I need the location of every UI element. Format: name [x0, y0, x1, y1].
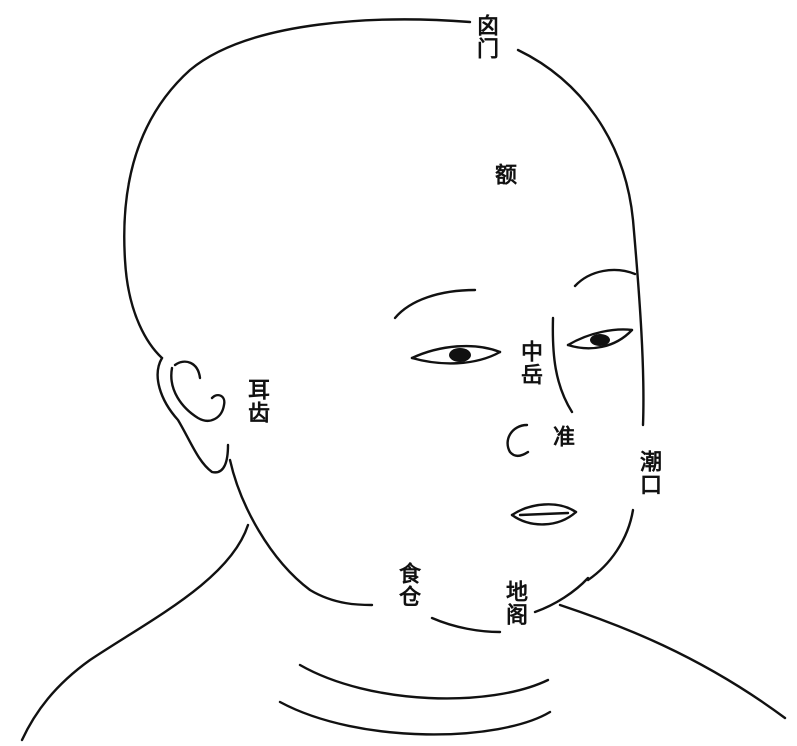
shoulder-right — [560, 605, 785, 718]
label-earth-pavilion: 地阁 — [503, 580, 525, 626]
label-food-store: 食仓 — [396, 562, 418, 608]
eyebrow-right — [575, 270, 635, 286]
cheek-right — [588, 510, 633, 580]
neck-fold-upper — [300, 665, 548, 698]
ear-inner — [171, 368, 224, 421]
label-nose-tip: 准 — [550, 425, 572, 448]
chin — [432, 618, 500, 632]
head-outline-left — [124, 19, 470, 358]
label-middle-peak: 中岳 — [518, 340, 540, 386]
eye-left-pupil — [449, 348, 471, 362]
nose-bridge — [553, 318, 572, 412]
label-ear-corner: 耳齿 — [245, 378, 267, 424]
label-forehead: 额 — [492, 163, 514, 186]
label-fontanelle: 囟门 — [474, 14, 496, 60]
chin-right — [535, 578, 588, 612]
shoulder-left — [22, 525, 248, 740]
jaw-left — [230, 460, 372, 605]
eyebrow-left — [395, 290, 475, 318]
neck-fold-lower — [280, 702, 550, 734]
mouth-line — [520, 513, 568, 515]
eye-right-pupil — [590, 334, 610, 346]
nostril — [508, 425, 528, 456]
label-tide-mouth: 潮口 — [637, 450, 659, 496]
ear-inner-curl — [175, 362, 200, 378]
